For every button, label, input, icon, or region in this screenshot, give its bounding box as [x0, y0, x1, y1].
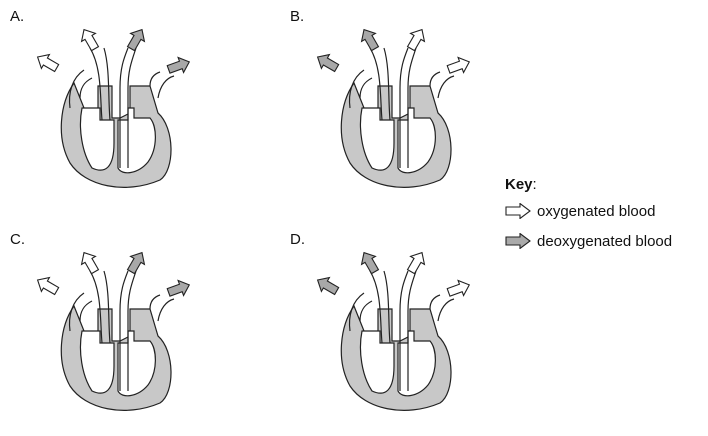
oxygenated-arrow-icon: [505, 203, 531, 219]
panel-label: C.: [10, 231, 25, 248]
arrow-left-outer: [316, 53, 340, 73]
legend: Key: oxygenated blood deoxygenated blood: [505, 176, 705, 253]
arrow-left-inner: [360, 28, 380, 52]
heart-diagram: [316, 28, 471, 188]
legend-item-oxygenated: oxygenated blood: [505, 199, 705, 223]
heart: [60, 47, 175, 188]
heart: [340, 47, 455, 188]
heart: [340, 270, 455, 411]
arrow-left-inner: [80, 28, 100, 52]
heart: [60, 270, 175, 411]
panel-b: B.: [290, 8, 540, 213]
panel-label: A.: [10, 8, 25, 25]
arrow-left-outer: [316, 276, 340, 296]
panel-label: B.: [290, 8, 305, 25]
panel-a: A.: [10, 8, 260, 213]
arrow-right-outer: [166, 56, 191, 74]
legend-label: oxygenated blood: [537, 202, 656, 220]
heart-diagram: [316, 251, 471, 411]
deoxygenated-arrow-icon: [505, 233, 531, 249]
arrow-left-inner: [80, 251, 100, 275]
panel-d: D.: [290, 231, 540, 436]
arrow-left-inner: [360, 251, 380, 275]
arrow-right-inner: [406, 28, 426, 52]
arrow-right-inner: [126, 251, 146, 275]
panel-c: C.: [10, 231, 260, 436]
legend-title: Key:: [505, 176, 537, 193]
arrow-right-inner: [406, 251, 426, 275]
panel-label: D.: [290, 231, 305, 248]
arrow-left-outer: [36, 276, 60, 296]
arrow-right-outer: [166, 279, 191, 297]
heart-diagram: [36, 251, 191, 411]
arrow-right-inner: [126, 28, 146, 52]
arrow-left-outer: [36, 53, 60, 73]
heart-diagram: [36, 28, 191, 188]
legend-label: deoxygenated blood: [537, 232, 673, 250]
legend-item-deoxygenated: deoxygenated blood: [505, 229, 705, 253]
arrow-right-outer: [446, 56, 471, 74]
arrow-right-outer: [446, 279, 471, 297]
